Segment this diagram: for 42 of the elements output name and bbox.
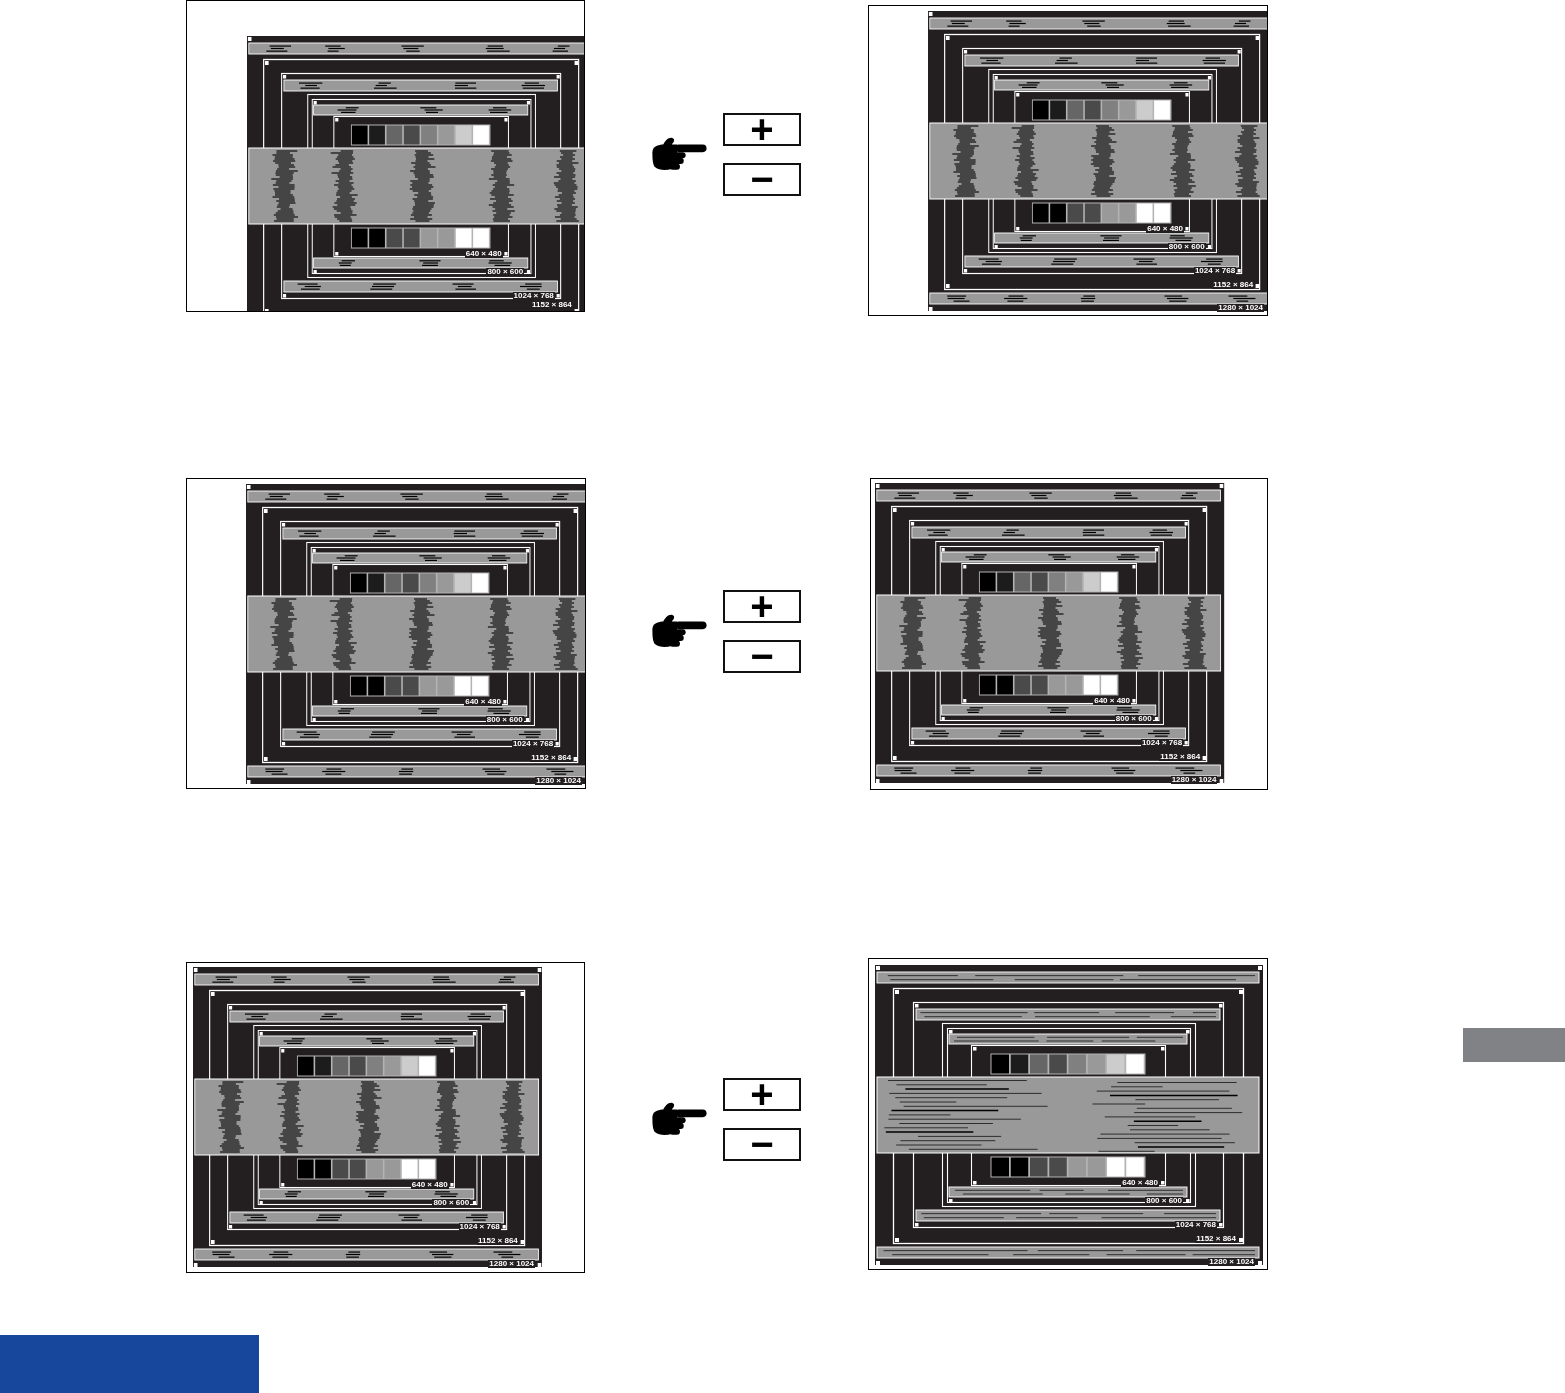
resolution-label: 800 × 600 [432,1199,471,1207]
footer-bar [0,1335,259,1393]
resolution-label: 1280 × 1024 [1208,1258,1255,1266]
resolution-label: 800 × 600 [1114,715,1153,723]
resolution-label: 1024 × 768 [511,740,555,748]
resolution-label: 640 × 480 [464,249,503,258]
test-pattern-screen [186,962,585,1273]
resolution-label: 800 × 600 [486,268,525,276]
test-pattern-screen [870,478,1268,790]
test-pattern-screen [186,0,585,312]
plus-button: + [723,1078,801,1111]
resolution-label: 1024 × 768 [458,1223,501,1231]
plus-button: + [723,113,801,146]
minus-button: − [723,163,801,196]
resolution-label: 640 × 480 [1093,696,1131,705]
resolution-label: 1280 × 1024 [535,777,582,785]
resolution-label: 640 × 480 [410,1180,449,1189]
minus-button: − [723,1128,801,1161]
resolution-label: 800 × 600 [485,716,524,724]
minus-button: − [723,640,801,673]
resolution-label: 640 × 480 [1121,1178,1159,1187]
test-pattern-screen [186,478,586,789]
resolution-label: 1152 × 864 [1212,281,1255,289]
resolution-label: 1024 × 768 [1140,739,1184,747]
resolution-label: 1152 × 864 [530,301,573,309]
resolution-label: 1024 × 768 [1174,1221,1217,1229]
resolution-label: 1152 × 864 [530,754,573,762]
resolution-label: 1280 × 1024 [488,1260,535,1268]
resolution-label: 640 × 480 [464,697,502,706]
plus-button: + [723,590,801,623]
resolution-label: 1152 × 864 [476,1237,519,1245]
resolution-label: 800 × 600 [1145,1197,1183,1205]
resolution-label: 1152 × 864 [1159,753,1202,761]
resolution-label: 1280 × 1024 [1170,776,1218,784]
resolution-label: 800 × 600 [1167,243,1206,251]
resolution-label: 1280 × 1024 [1217,304,1264,312]
test-pattern-screen [868,5,1268,316]
resolution-label: 1152 × 864 [1195,1235,1237,1243]
resolution-label: 1024 × 768 [1193,267,1237,275]
side-tab [1463,1028,1565,1062]
resolution-label: 640 × 480 [1146,224,1184,233]
resolution-label: 1024 × 768 [512,292,555,300]
